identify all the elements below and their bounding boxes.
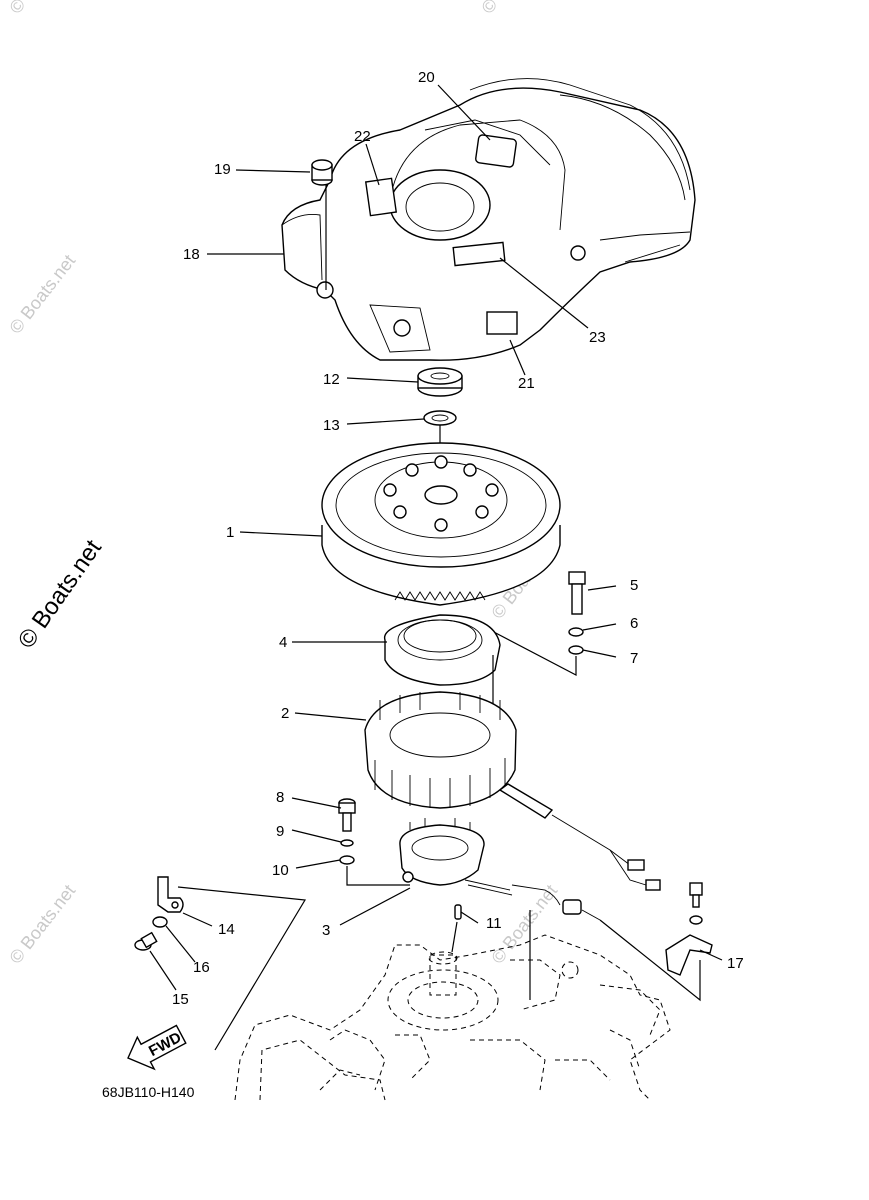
callout-11: 11 bbox=[486, 915, 502, 932]
callout-8: 8 bbox=[276, 789, 284, 806]
clamp-part bbox=[157, 876, 184, 913]
washer-part bbox=[568, 645, 584, 655]
washer-part bbox=[339, 855, 355, 865]
bracket-part bbox=[665, 882, 713, 976]
nut-part bbox=[417, 367, 463, 397]
callout-18: 18 bbox=[183, 246, 200, 263]
watermark-faint: © Boats.net bbox=[5, 251, 79, 338]
callout-4: 4 bbox=[279, 634, 287, 651]
callout-1: 1 bbox=[226, 524, 234, 541]
pulser-coil-part bbox=[399, 818, 582, 915]
flywheel-part bbox=[321, 442, 561, 606]
callout-7: 7 bbox=[630, 650, 638, 667]
leader-lines bbox=[149, 84, 723, 991]
key-part bbox=[454, 904, 462, 920]
lock-washer-part bbox=[568, 627, 584, 637]
fwd-arrow-icon: FWD bbox=[127, 1024, 187, 1071]
powerhead-outline bbox=[234, 934, 671, 1101]
bolt-part bbox=[338, 798, 356, 832]
diagram-code: 68JB110-H140 bbox=[102, 1084, 195, 1100]
grommet-part bbox=[311, 159, 333, 186]
callout-labels: 1 2 3 4 5 6 7 8 9 10 11 12 13 14 15 16 1… bbox=[172, 69, 744, 1008]
callout-23: 23 bbox=[589, 329, 606, 346]
callout-20: 20 bbox=[418, 69, 435, 86]
washer-part bbox=[423, 410, 457, 426]
flywheel-cover-part bbox=[281, 78, 696, 361]
callout-21: 21 bbox=[518, 375, 535, 392]
callout-13: 13 bbox=[323, 417, 340, 434]
lock-washer-part bbox=[340, 839, 354, 847]
callout-9: 9 bbox=[276, 823, 284, 840]
callout-14: 14 bbox=[218, 921, 235, 938]
callout-6: 6 bbox=[630, 615, 638, 632]
callout-3: 3 bbox=[322, 922, 330, 939]
stator-part bbox=[364, 691, 661, 891]
callout-2: 2 bbox=[281, 705, 289, 722]
callout-17: 17 bbox=[727, 955, 744, 972]
callout-15: 15 bbox=[172, 991, 189, 1008]
callout-5: 5 bbox=[630, 577, 638, 594]
callout-19: 19 bbox=[214, 161, 231, 178]
watermark-faint: © Boats.net bbox=[5, 0, 79, 17]
watermark-faint: © Boats.net bbox=[5, 881, 79, 968]
washer-part bbox=[152, 916, 168, 928]
callout-22: 22 bbox=[354, 128, 371, 145]
callout-12: 12 bbox=[323, 371, 340, 388]
plate-part bbox=[383, 614, 501, 686]
watermark-faint: © Boats.net bbox=[477, 0, 551, 17]
bolt-part bbox=[568, 571, 586, 615]
bolt-part bbox=[134, 931, 158, 951]
callout-10: 10 bbox=[272, 862, 289, 879]
watermark-main: © Boats.net bbox=[13, 535, 107, 654]
callout-16: 16 bbox=[193, 959, 210, 976]
